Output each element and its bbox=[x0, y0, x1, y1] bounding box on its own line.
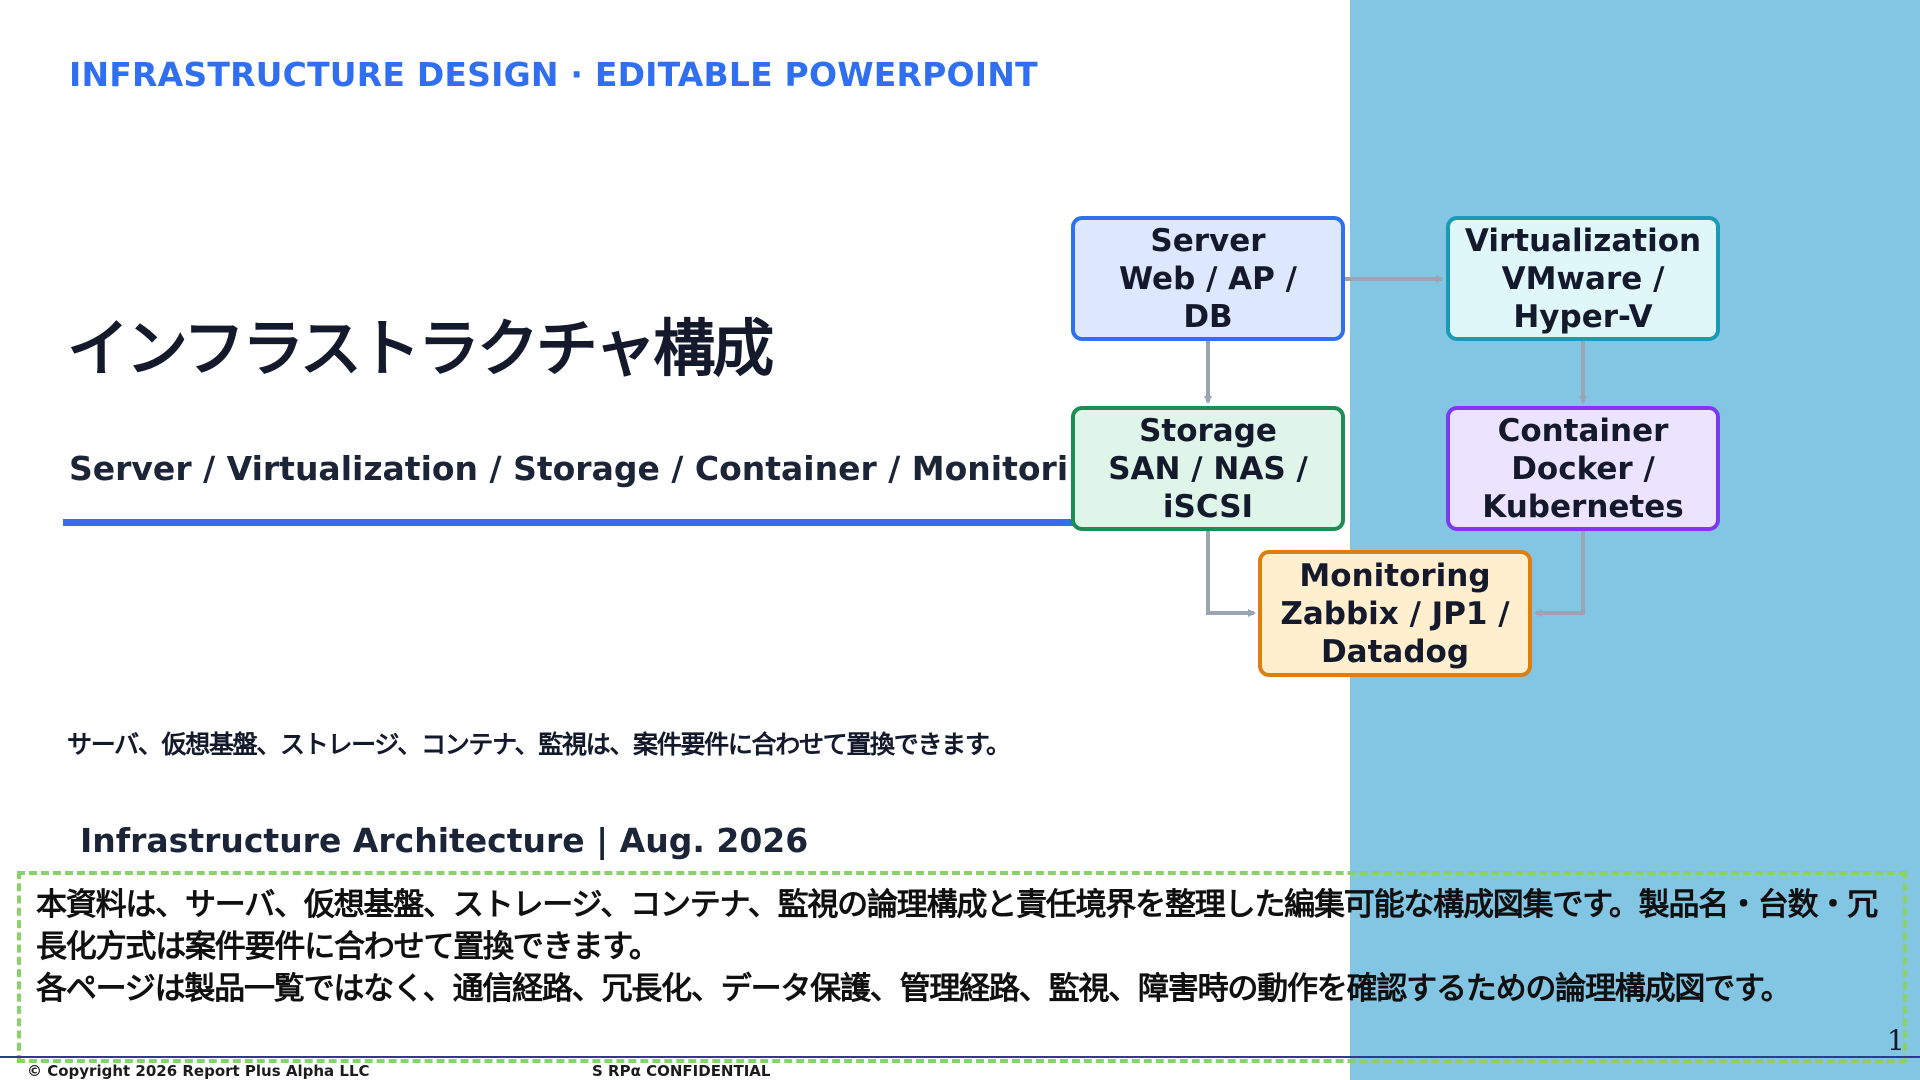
footer-divider bbox=[0, 1056, 1920, 1058]
notes-paragraph-2: 各ページは製品一覧ではなく、通信経路、冗長化、データ保護、管理経路、監視、障害時… bbox=[36, 971, 1792, 1007]
node-container-line3: Kubernetes bbox=[1482, 488, 1684, 525]
byline: Infrastructure Architecture | Aug. 2026 bbox=[80, 821, 809, 860]
node-server-line3: DB bbox=[1183, 298, 1233, 335]
node-server-line2: Web / AP / bbox=[1118, 260, 1298, 297]
node-storage-line3: iSCSI bbox=[1162, 488, 1254, 525]
node-storage: Storage SAN / NAS / iSCSI bbox=[1071, 406, 1345, 531]
eyebrow-heading: INFRASTRUCTURE DESIGN · EDITABLE POWERPO… bbox=[69, 55, 1038, 94]
node-container-title: Container bbox=[1497, 412, 1669, 449]
node-monitoring: Monitoring Zabbix / JP1 / Datadog bbox=[1258, 550, 1532, 677]
node-server-title: Server bbox=[1150, 222, 1266, 259]
node-virtualization-line2: VMware / bbox=[1501, 260, 1665, 297]
node-monitoring-line2: Zabbix / JP1 / bbox=[1280, 595, 1510, 632]
notes-paragraph-1: 本資料は、サーバ、仮想基盤、ストレージ、コンテナ、監視の論理構成と責任境界を整理… bbox=[36, 887, 1878, 965]
page-number: 1 bbox=[1887, 1024, 1905, 1057]
copyright-text: © Copyright 2026 Report Plus Alpha LLC bbox=[27, 1062, 370, 1080]
node-server: Server Web / AP / DB bbox=[1071, 216, 1345, 341]
slide-subtitle: Server / Virtualization / Storage / Cont… bbox=[69, 449, 1116, 488]
node-virtualization-line3: Hyper-V bbox=[1513, 298, 1653, 335]
speaker-notes-text: 本資料は、サーバ、仮想基盤、ストレージ、コンテナ、監視の論理構成と責任境界を整理… bbox=[36, 884, 1886, 1010]
node-storage-line2: SAN / NAS / bbox=[1108, 450, 1308, 487]
slide-title: インフラストラクチャ構成 bbox=[67, 312, 774, 385]
replace-note: サーバ、仮想基盤、ストレージ、コンテナ、監視は、案件要件に合わせて置換できます。 bbox=[67, 730, 1011, 759]
confidential-label: S RPα CONFIDENTIAL bbox=[592, 1062, 771, 1080]
title-underline bbox=[63, 519, 1083, 526]
node-container: Container Docker / Kubernetes bbox=[1446, 406, 1720, 531]
right-background-panel bbox=[1350, 0, 1920, 1080]
node-monitoring-line3: Datadog bbox=[1320, 633, 1470, 670]
node-virtualization-title: Virtualization bbox=[1464, 222, 1702, 259]
node-virtualization: Virtualization VMware / Hyper-V bbox=[1446, 216, 1720, 341]
connector-storage-to-monitoring bbox=[1206, 531, 1256, 617]
node-monitoring-title: Monitoring bbox=[1299, 557, 1491, 594]
node-storage-title: Storage bbox=[1139, 412, 1277, 449]
node-container-line2: Docker / bbox=[1511, 450, 1655, 487]
speaker-notes-box[interactable]: 本資料は、サーバ、仮想基盤、ストレージ、コンテナ、監視の論理構成と責任境界を整理… bbox=[17, 871, 1907, 1063]
